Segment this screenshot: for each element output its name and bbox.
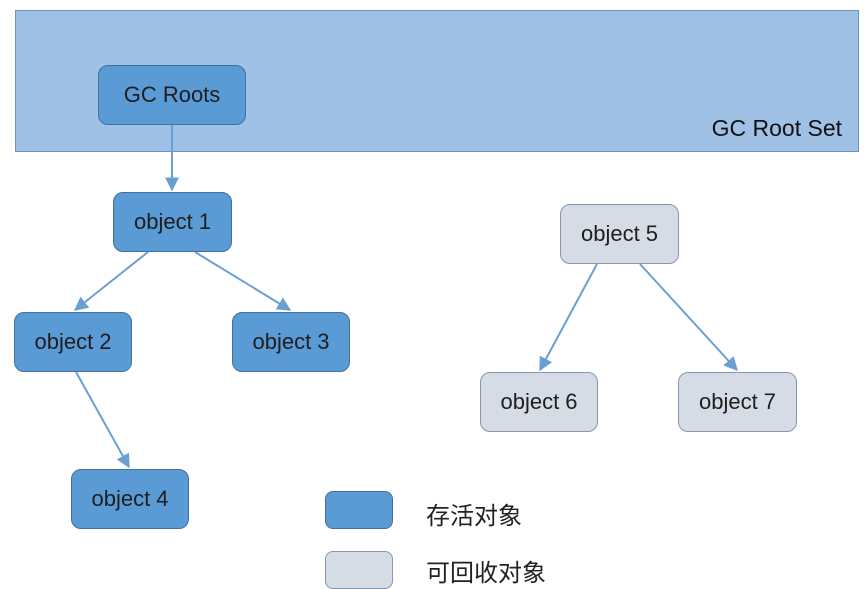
object-6-node: object 6 [480,372,598,432]
legend-live-label: 存活对象 [426,502,522,530]
object-3-label: object 3 [252,329,330,354]
object-3-node: object 3 [232,312,350,372]
object-6-label: object 6 [500,389,578,414]
object-2-label: object 2 [34,329,112,354]
gc-roots-node: GC Roots [98,65,246,125]
legend-collectable-label: 可回收对象 [426,559,546,587]
object-7-label: object 7 [698,389,777,414]
object-4-node: object 4 [71,469,189,529]
object-4-label: object 4 [91,486,169,511]
legend-live-swatch [325,491,393,529]
object-1-label: object 1 [133,209,212,234]
edge-object5-object6 [539,263,598,372]
object-5-label: object 5 [580,221,659,246]
object-1-node: object 1 [113,192,232,252]
edge-object1-object3 [194,251,292,311]
edge-object1-object2 [73,251,149,311]
object-5-node: object 5 [560,204,679,264]
gc-roots-label: GC Roots [123,82,221,107]
object-2-node: object 2 [14,312,132,372]
legend-collectable-swatch [325,551,393,589]
edge-object2-object4 [75,371,130,469]
gc-root-set-label: GC Root Set [711,115,842,141]
edge-object5-object7 [639,263,738,372]
object-7-node: object 7 [678,372,797,432]
